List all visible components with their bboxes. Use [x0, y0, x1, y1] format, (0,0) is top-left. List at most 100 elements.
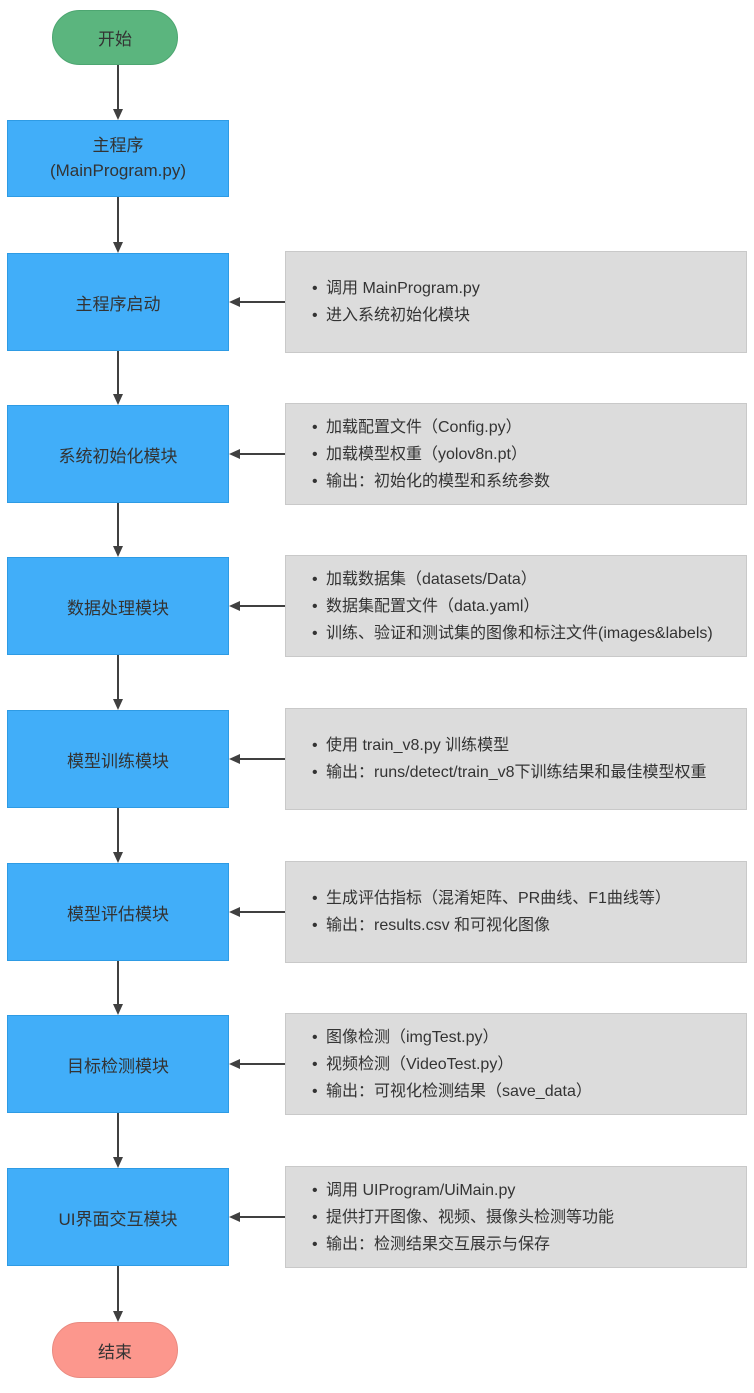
arrow-down-1 — [113, 197, 123, 253]
arrow-down-3 — [113, 503, 123, 557]
bullet-list: 生成评估指标（混淆矩阵、PR曲线、F1曲线等） 输出：results.csv 和… — [286, 885, 679, 939]
arrow-left-3 — [229, 754, 285, 764]
arrowhead-left-icon — [229, 907, 240, 917]
arrowhead-down-icon — [113, 1157, 123, 1168]
note-bullet: 图像检测（imgTest.py） — [312, 1024, 592, 1051]
start-terminal: 开始 — [52, 10, 178, 65]
node-label: 数据处理模块 — [67, 598, 169, 618]
start-terminal-label: 开始 — [98, 30, 132, 49]
node-ui-interaction: UI界面交互模块 — [7, 1168, 229, 1266]
note-bullet: 视频检测（VideoTest.py） — [312, 1051, 592, 1078]
node-main-program-title: 主程序 — [92, 135, 144, 155]
node-system-init: 系统初始化模块 — [7, 405, 229, 503]
flow-row-system-init: 系统初始化模块 加载配置文件（Config.py） 加载模型权重（yolov8n… — [0, 403, 754, 505]
arrow-shaft — [240, 1216, 285, 1218]
node-program-start: 主程序启动 — [7, 253, 229, 351]
arrow-down-2 — [113, 351, 123, 405]
note-bullet: 使用 train_v8.py 训练模型 — [312, 732, 707, 759]
note-ui-interaction: 调用 UIProgram/UiMain.py 提供打开图像、视频、摄像头检测等功… — [285, 1166, 747, 1268]
arrow-shaft — [240, 1063, 285, 1065]
flow-row-model-training: 模型训练模块 使用 train_v8.py 训练模型 输出：runs/detec… — [0, 708, 754, 810]
bullet-list: 调用 UIProgram/UiMain.py 提供打开图像、视频、摄像头检测等功… — [286, 1177, 622, 1258]
arrow-shaft — [240, 453, 285, 455]
node-label: 模型训练模块 — [67, 751, 169, 771]
arrowhead-down-icon — [113, 852, 123, 863]
note-bullet: 提供打开图像、视频、摄像头检测等功能 — [312, 1204, 614, 1231]
note-data-processing: 加载数据集（datasets/Data） 数据集配置文件（data.yaml） … — [285, 555, 747, 657]
node-label: 系统初始化模块 — [58, 446, 178, 466]
arrow-shaft — [240, 605, 285, 607]
arrow-down-4 — [113, 655, 123, 710]
arrow-left-6 — [229, 1212, 285, 1222]
end-terminal-label: 结束 — [98, 1342, 132, 1362]
arrowhead-left-icon — [229, 297, 240, 307]
note-bullet: 输出：检测结果交互展示与保存 — [312, 1231, 614, 1258]
note-object-detection: 图像检测（imgTest.py） 视频检测（VideoTest.py） 输出：可… — [285, 1013, 747, 1115]
flow-row-model-evaluation: 模型评估模块 生成评估指标（混淆矩阵、PR曲线、F1曲线等） 输出：result… — [0, 861, 754, 963]
arrowhead-down-icon — [113, 1311, 123, 1322]
flow-row-object-detection: 目标检测模块 图像检测（imgTest.py） 视频检测（VideoTest.p… — [0, 1013, 754, 1115]
note-bullet: 加载配置文件（Config.py） — [312, 414, 550, 441]
arrowhead-down-icon — [113, 699, 123, 710]
bullet-list: 调用 MainProgram.py 进入系统初始化模块 — [286, 275, 488, 329]
note-bullet: 输出：runs/detect/train_v8下训练结果和最佳模型权重 — [312, 759, 707, 786]
arrowhead-down-icon — [113, 109, 123, 120]
arrowhead-down-icon — [113, 394, 123, 405]
arrow-left-4 — [229, 907, 285, 917]
node-label: 主程序启动 — [75, 294, 161, 314]
arrow-down-8 — [113, 1266, 123, 1322]
arrow-down-6 — [113, 961, 123, 1015]
note-bullet: 进入系统初始化模块 — [312, 302, 480, 329]
arrowhead-down-icon — [113, 242, 123, 253]
arrow-down-7 — [113, 1113, 123, 1168]
arrow-shaft — [117, 961, 119, 1004]
note-bullet: 调用 MainProgram.py — [312, 275, 480, 302]
note-bullet: 输出：results.csv 和可视化图像 — [312, 912, 671, 939]
note-bullet: 训练、验证和测试集的图像和标注文件(images&labels) — [312, 620, 713, 647]
flow-row-ui-interaction: UI界面交互模块 调用 UIProgram/UiMain.py 提供打开图像、视… — [0, 1166, 754, 1268]
note-program-start: 调用 MainProgram.py 进入系统初始化模块 — [285, 251, 747, 353]
node-model-training: 模型训练模块 — [7, 710, 229, 808]
note-model-training: 使用 train_v8.py 训练模型 输出：runs/detect/train… — [285, 708, 747, 810]
arrowhead-left-icon — [229, 601, 240, 611]
bullet-list: 加载数据集（datasets/Data） 数据集配置文件（data.yaml） … — [286, 566, 721, 647]
node-main-program: 主程序 (MainProgram.py) — [7, 120, 229, 197]
bullet-list: 加载配置文件（Config.py） 加载模型权重（yolov8n.pt） 输出：… — [286, 414, 558, 495]
end-terminal: 结束 — [52, 1322, 178, 1378]
node-model-evaluation: 模型评估模块 — [7, 863, 229, 961]
arrow-left-5 — [229, 1059, 285, 1069]
node-data-processing: 数据处理模块 — [7, 557, 229, 655]
bullet-list: 图像检测（imgTest.py） 视频检测（VideoTest.py） 输出：可… — [286, 1024, 600, 1105]
arrow-left-0 — [229, 297, 285, 307]
note-bullet: 生成评估指标（混淆矩阵、PR曲线、F1曲线等） — [312, 885, 671, 912]
node-object-detection: 目标检测模块 — [7, 1015, 229, 1113]
arrowhead-left-icon — [229, 1212, 240, 1222]
node-main-program-subtitle: (MainProgram.py) — [49, 160, 187, 180]
arrowhead-down-icon — [113, 1004, 123, 1015]
arrow-down-0 — [113, 65, 123, 120]
arrow-down-5 — [113, 808, 123, 863]
note-bullet: 加载数据集（datasets/Data） — [312, 566, 713, 593]
arrow-shaft — [117, 351, 119, 394]
arrow-shaft — [117, 655, 119, 699]
arrow-shaft — [240, 758, 285, 760]
note-model-evaluation: 生成评估指标（混淆矩阵、PR曲线、F1曲线等） 输出：results.csv 和… — [285, 861, 747, 963]
note-bullet: 加载模型权重（yolov8n.pt） — [312, 441, 550, 468]
arrowhead-left-icon — [229, 754, 240, 764]
note-bullet: 数据集配置文件（data.yaml） — [312, 593, 713, 620]
arrow-shaft — [117, 65, 119, 109]
arrow-shaft — [240, 301, 285, 303]
note-bullet: 输出：初始化的模型和系统参数 — [312, 468, 550, 495]
arrow-left-1 — [229, 449, 285, 459]
note-bullet: 输出：可视化检测结果（save_data） — [312, 1078, 592, 1105]
flow-row-program-start: 主程序启动 调用 MainProgram.py 进入系统初始化模块 — [0, 251, 754, 353]
arrowhead-left-icon — [229, 449, 240, 459]
arrow-shaft — [117, 197, 119, 242]
bullet-list: 使用 train_v8.py 训练模型 输出：runs/detect/train… — [286, 732, 715, 786]
arrow-shaft — [117, 808, 119, 852]
node-label: 模型评估模块 — [67, 904, 169, 924]
flow-row-data-processing: 数据处理模块 加载数据集（datasets/Data） 数据集配置文件（data… — [0, 555, 754, 657]
arrow-left-2 — [229, 601, 285, 611]
note-bullet: 调用 UIProgram/UiMain.py — [312, 1177, 614, 1204]
